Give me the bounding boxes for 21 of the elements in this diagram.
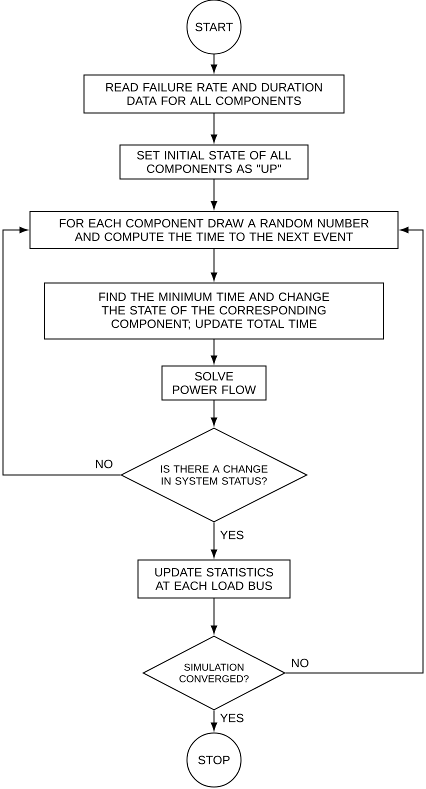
process-box: FOR EACH COMPONENT DRAW A RANDOM NUMBER AND COMPUTE THE TIME TO THE NEXT EVENT xyxy=(30,211,398,249)
process-box: SOLVE POWER FLOW xyxy=(162,366,266,400)
arrow xyxy=(285,226,424,674)
edge-label: YES xyxy=(219,712,245,724)
arrow xyxy=(210,522,218,558)
process-box: FIND THE MINIMUM TIME AND CHANGE THE STATE OF THE CORRESPONDING COMPONENT; UPDATE TOTAL TIME xyxy=(44,282,384,340)
arrow xyxy=(210,113,218,143)
arrow xyxy=(210,248,218,281)
edge-label: NO xyxy=(290,658,310,668)
arrow xyxy=(210,400,218,426)
process-box: SET INITIAL STATE OF ALL COMPONENTS AS "UP" xyxy=(120,144,308,180)
edge-label: NO xyxy=(94,458,114,470)
process-box: UPDATE STATISTICS AT EACH LOAD BUS xyxy=(138,560,290,598)
arrow xyxy=(210,54,218,73)
arrow xyxy=(2,226,121,476)
process-box: READ FAILURE RATE AND DURATION DATA FOR ALL COMPONENTS xyxy=(84,74,344,114)
edge-label: YES xyxy=(219,530,245,540)
arrow xyxy=(210,179,218,210)
arrow xyxy=(210,339,218,364)
arrow xyxy=(210,710,218,731)
arrow xyxy=(210,598,218,634)
